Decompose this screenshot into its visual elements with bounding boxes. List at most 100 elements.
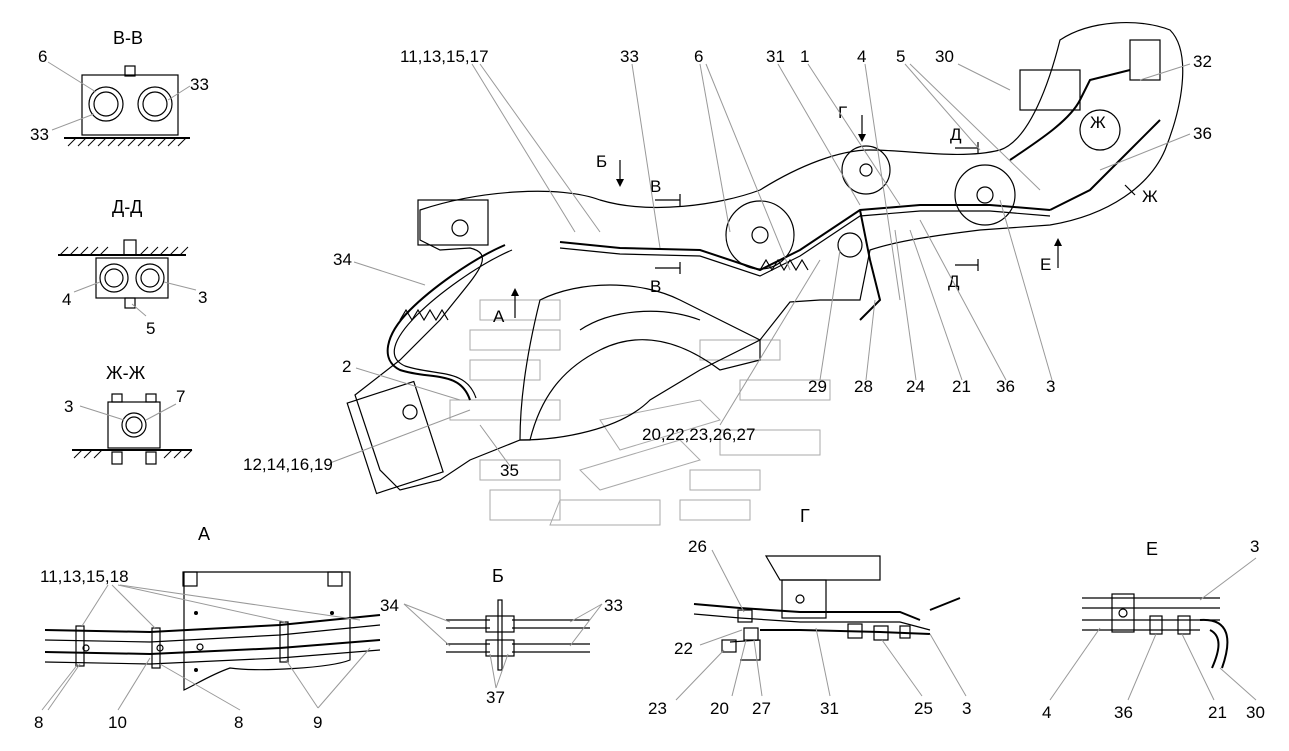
- leader-lines: [403, 603, 603, 689]
- hose-end: [1199, 618, 1229, 669]
- pipe-inner: [104, 268, 124, 288]
- hose-line: [1049, 119, 1161, 211]
- view-title-dd: Д-Д: [112, 197, 142, 217]
- nut: [111, 451, 123, 465]
- hatching: [67, 137, 187, 147]
- detail-view-g: Г 26 22 23 20 27 31 25 3: [648, 506, 971, 718]
- callout-33: 33: [30, 125, 49, 144]
- marker-zh: Ж: [1090, 113, 1106, 132]
- hose-left: [446, 619, 490, 629]
- clamp-body: [107, 401, 161, 449]
- leader-lines: [1049, 557, 1257, 701]
- hose-end: [929, 597, 961, 611]
- bracket: [417, 199, 489, 246]
- callout-1: 1: [800, 47, 809, 66]
- nut: [124, 297, 136, 309]
- hatching: [59, 246, 189, 256]
- section-view-zhzh: Ж-Ж 3 7: [64, 363, 193, 465]
- view-title-b: Б: [492, 566, 504, 586]
- callout-23: 23: [648, 699, 667, 718]
- callout-4: 4: [1042, 703, 1051, 722]
- callout-8: 8: [234, 713, 243, 732]
- bolt: [1118, 608, 1128, 618]
- pulley: [841, 145, 891, 195]
- main-assembly-view: Б В В Г Д Д Е Ж Ж А: [243, 22, 1212, 526]
- pipe-inner: [93, 91, 119, 117]
- callout-2: 2: [342, 357, 351, 376]
- pulley-hub: [859, 163, 873, 177]
- leader-line: [131, 303, 147, 317]
- bracket-hole: [451, 219, 469, 237]
- callout-3: 3: [64, 397, 73, 416]
- callout-4: 4: [62, 290, 71, 309]
- pipe: [760, 629, 931, 635]
- callout-24: 24: [906, 377, 925, 396]
- hose-left: [446, 643, 490, 653]
- callout-33: 33: [190, 75, 209, 94]
- hatching: [73, 449, 193, 459]
- detail-view-e: Е 3 4 36 21 30: [1042, 537, 1265, 722]
- clamp: [1111, 593, 1135, 633]
- drum-hub: [751, 226, 769, 244]
- bolt: [330, 611, 334, 615]
- view-title-zhzh: Ж-Ж: [106, 363, 146, 383]
- marker-g: Г: [838, 103, 847, 122]
- marker-zh: Ж: [1142, 187, 1158, 206]
- bolt: [194, 611, 198, 615]
- callout-31: 31: [820, 699, 839, 718]
- end-plate: [346, 380, 444, 495]
- clamp: [151, 627, 161, 669]
- pulley: [954, 164, 1016, 226]
- callout-5: 5: [896, 47, 905, 66]
- frame-outline: [354, 22, 1184, 491]
- callout-36: 36: [996, 377, 1015, 396]
- callout-30: 30: [1246, 703, 1265, 722]
- pipe-inner: [140, 268, 160, 288]
- fitting: [873, 625, 889, 641]
- callout-25: 25: [914, 699, 933, 718]
- pulley-hub: [976, 186, 994, 204]
- callout-10: 10: [108, 713, 127, 732]
- callout-7: 7: [176, 387, 185, 406]
- view-title-bb: В-В: [113, 28, 143, 48]
- marker-v: В: [650, 277, 661, 296]
- callout-33: 33: [604, 596, 623, 615]
- pipe-inner: [125, 416, 143, 434]
- valve-body: [781, 579, 827, 619]
- pipe-circle: [99, 263, 129, 293]
- spring-guard: [759, 258, 809, 272]
- callout-36: 36: [1193, 124, 1212, 143]
- shield: [519, 284, 761, 441]
- bolt-head: [145, 393, 157, 403]
- marker-a: А: [493, 307, 505, 326]
- leader-line: [51, 113, 95, 131]
- plate-hole: [402, 404, 418, 420]
- hose: [44, 649, 381, 665]
- view-title-g: Г: [800, 506, 810, 526]
- callout-29: 29: [808, 377, 827, 396]
- pipe-inner: [142, 91, 168, 117]
- callout-5: 5: [146, 319, 155, 338]
- bracket-plate: [497, 599, 503, 671]
- marker-e: Е: [1040, 255, 1051, 274]
- bolt-head: [111, 393, 123, 403]
- pipe: [1082, 619, 1220, 631]
- pipe-circle: [135, 263, 165, 293]
- fitting: [899, 625, 911, 639]
- detail-view-b: Б 34 33 37: [380, 566, 623, 707]
- hose-right: [512, 619, 590, 629]
- callout-36: 36: [1114, 703, 1133, 722]
- bolt: [156, 644, 164, 652]
- bolt-head: [124, 65, 136, 77]
- clamp: [279, 621, 289, 663]
- pipe: [729, 639, 761, 661]
- view-title-e: Е: [1146, 539, 1158, 559]
- fitting: [1149, 615, 1163, 635]
- valve-port: [795, 594, 805, 604]
- marker-d: Д: [950, 125, 962, 144]
- hose-line: [859, 209, 882, 321]
- section-view-bb: В-В 6 33 33: [30, 28, 209, 147]
- hydraulic-box: [1129, 39, 1161, 81]
- callout-35: 35: [500, 461, 519, 480]
- hose-line: [559, 210, 1051, 277]
